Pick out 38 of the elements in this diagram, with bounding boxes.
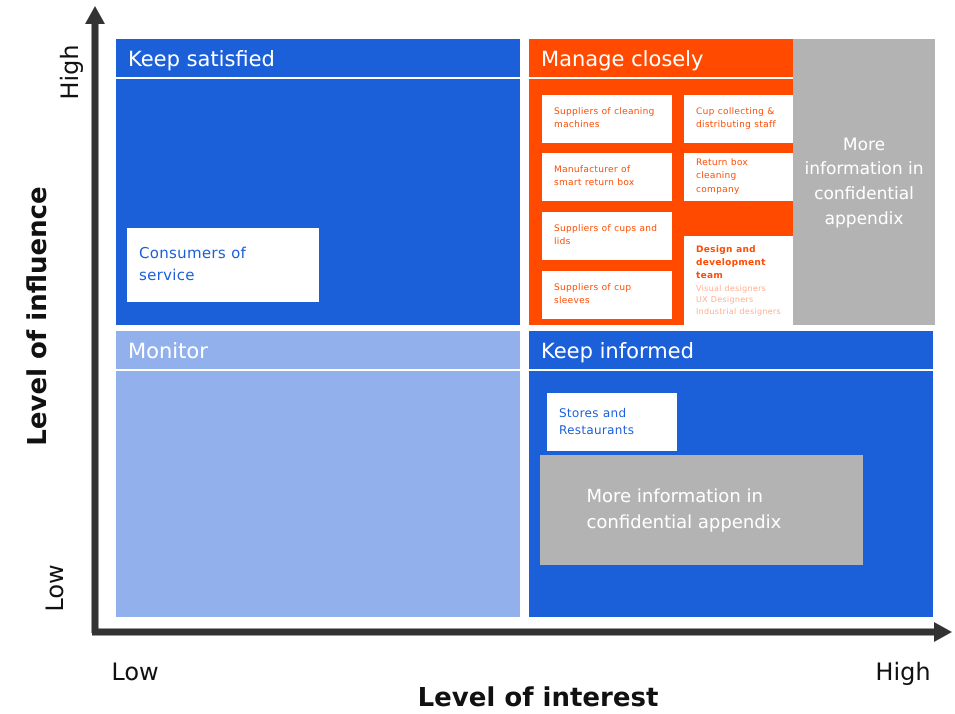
stakeholder-card [542,95,672,143]
stakeholder-name: Suppliers of cup sleeves [554,282,632,308]
role-text: UX Designers [696,294,754,306]
stakeholder-card [684,236,793,325]
stakeholder-name: Manufacturer of smart return box [554,164,636,190]
stakeholder-card [684,153,793,201]
axis-title: Level of influence [23,186,53,446]
role-text: Industrial designers [696,306,781,318]
axis-tick-label: High [875,658,931,686]
quadrant-heading-band: Keep satisfied [116,39,520,79]
role-text: Visual designers [696,282,768,294]
quadrant-heading-band: Keep informed [529,331,933,371]
stakeholder-name: Consumers of service [139,243,248,286]
stakeholder-name: Cup collecting & distributing staff [696,106,777,132]
axis-tick-label: Low [41,564,69,612]
stakeholder-name: Suppliers of cleaning machines [554,106,656,132]
stakeholder-name: Return box cleaning company [696,157,749,197]
quadrant-panel [116,39,520,325]
stakeholder-card [542,153,672,201]
stakeholder-card [542,271,672,319]
quadrant-panel [529,331,933,617]
stakeholder-name: Design and development team [696,244,767,283]
axis-title: Level of interest [418,683,658,713]
note-text: More information in confidential appendix [586,484,782,535]
stakeholder-card [547,393,677,451]
note-panel [793,39,935,325]
stakeholder-card [127,228,319,302]
quadrant-panel [116,331,520,617]
quadrant-heading-band: Monitor [116,331,520,371]
stakeholder-card [684,95,793,143]
quadrant-panel [529,39,793,325]
stakeholder-name: Suppliers of cups and lids [554,222,658,249]
stakeholder-name: Stores and Restaurants [559,404,636,439]
stakeholder-card [542,212,672,260]
note-panel [540,455,863,565]
axis-tick-label: High [56,44,84,100]
note-text: More information in confidential appendix [803,134,925,231]
axis-tick-label: Low [111,658,159,686]
